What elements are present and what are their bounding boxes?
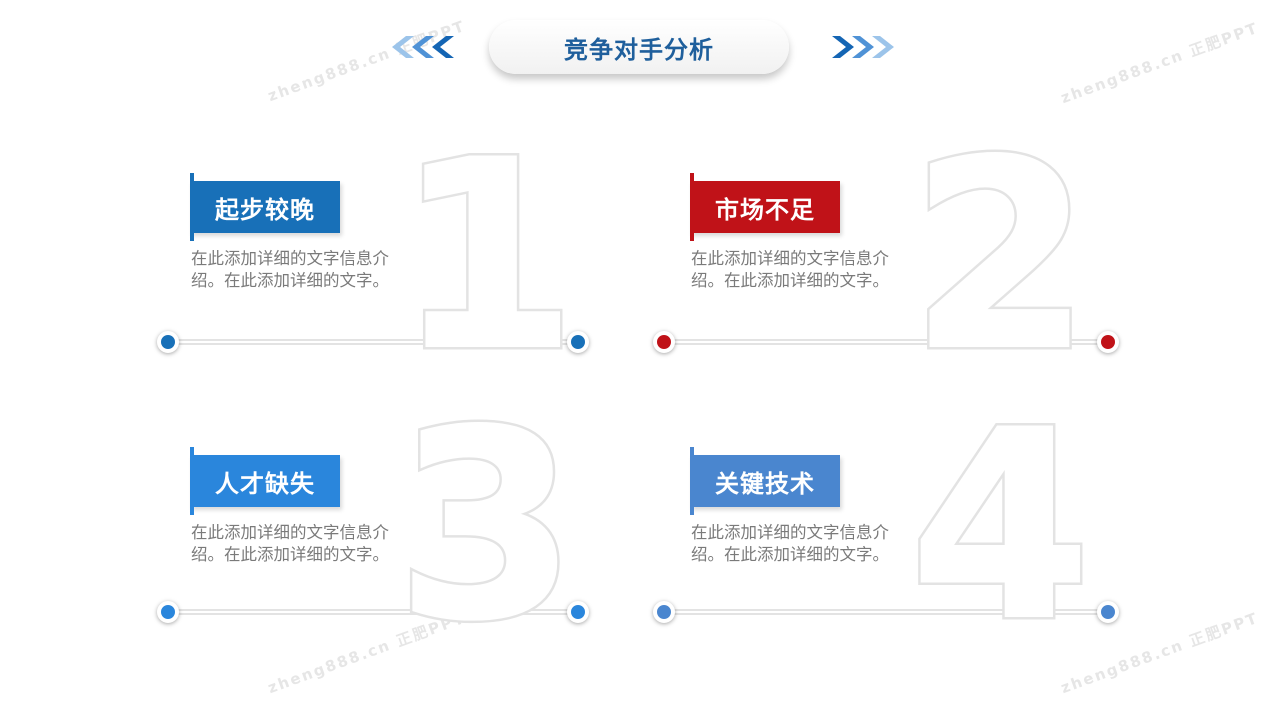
card-3: 3 3 人才缺失 在此添加详细的文字信息介绍。在此添加详细的文字。 — [157, 373, 620, 682]
card-description: 在此添加详细的文字信息介绍。在此添加详细的文字。 — [191, 523, 389, 564]
timeline-dot — [157, 331, 179, 353]
chevron-right-icon — [832, 36, 894, 58]
card-description: 在此添加详细的文字信息介绍。在此添加详细的文字。 — [691, 523, 889, 564]
timeline-dot — [653, 331, 675, 353]
title-pill: 竞争对手分析 — [489, 20, 789, 74]
label-accent-bar — [690, 173, 694, 241]
card-outline: 2 2 — [665, 103, 1109, 412]
page-title: 竞争对手分析 — [564, 35, 714, 64]
card-2: 2 2 市场不足 在此添加详细的文字信息介绍。在此添加详细的文字。 — [653, 103, 1120, 412]
chevron-left-icon — [392, 36, 454, 58]
card-4: 4 4 关键技术 在此添加详细的文字信息介绍。在此添加详细的文字。 — [653, 373, 1120, 682]
card-outline: 3 3 — [165, 373, 581, 682]
label-accent-bar — [190, 447, 194, 515]
timeline-dot — [1097, 331, 1119, 353]
label-accent-bar — [690, 447, 694, 515]
watermark: zheng888.cn 正肥PPT — [1058, 18, 1261, 108]
card-description: 在此添加详细的文字信息介绍。在此添加详细的文字。 — [691, 249, 889, 290]
timeline-dot — [157, 601, 179, 623]
watermark: zheng888.cn 正肥PPT — [265, 16, 468, 106]
timeline-dot — [653, 601, 675, 623]
card-label: 关键技术 — [690, 455, 840, 507]
label-accent-bar — [190, 173, 194, 241]
card-description: 在此添加详细的文字信息介绍。在此添加详细的文字。 — [191, 249, 389, 290]
card-outline: 4 4 — [665, 373, 1109, 682]
timeline-dot — [1097, 601, 1119, 623]
card-label: 起步较晚 — [190, 181, 340, 233]
timeline-dot — [567, 601, 589, 623]
card-1: 1 1 起步较晚 在此添加详细的文字信息介绍。在此添加详细的文字。 — [157, 103, 620, 412]
big-number-inner: 4 — [910, 376, 1091, 678]
big-number-inner: 2 — [910, 106, 1091, 408]
big-number: 2 — [910, 106, 1091, 408]
card-outline: 1 1 — [165, 103, 581, 412]
card-label: 人才缺失 — [190, 455, 340, 507]
big-number-inner: 1 — [396, 106, 577, 408]
card-label: 市场不足 — [690, 181, 840, 233]
big-number-inner: 3 — [396, 376, 577, 678]
timeline-dot — [567, 331, 589, 353]
big-number: 4 — [910, 376, 1091, 678]
big-number: 1 — [396, 106, 577, 408]
big-number: 3 — [396, 376, 577, 678]
